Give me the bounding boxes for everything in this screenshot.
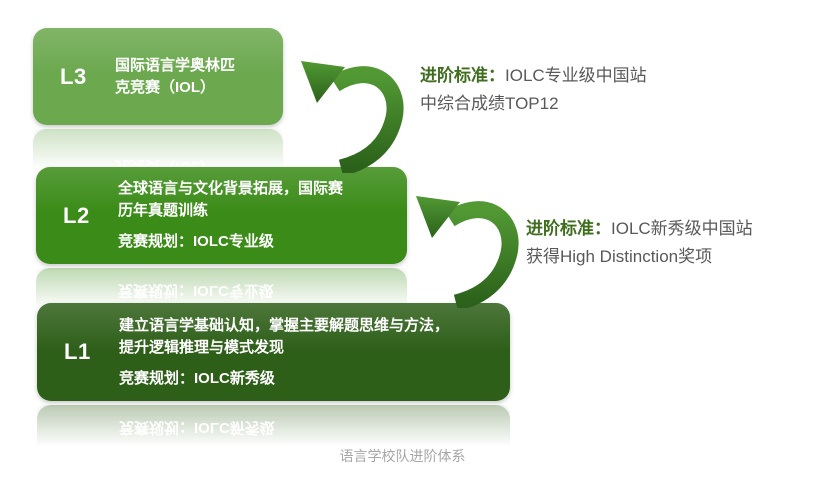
level-desc-l3: 国际语言学奥林匹克竞赛（IOL）	[115, 56, 236, 96]
criteria-l3-text1: IOLC专业级中国站	[505, 66, 647, 85]
level-label-l3: L3	[60, 63, 87, 89]
criteria-l3: 进阶标准：IOLC专业级中国站 中综合成绩TOP12	[420, 62, 647, 118]
level-box-l2: L2 全球语言与文化背景拓展，国际赛历年真题训练 竞赛规划：IOLC专业级	[36, 167, 407, 264]
curved-arrow-up-l2-to-l3-icon	[301, 61, 404, 173]
criteria-l2-label: 进阶标准：	[526, 219, 611, 238]
criteria-l3-text2: 中综合成绩TOP12	[420, 94, 559, 113]
level-text-l3: 国际语言学奥林匹克竞赛（IOL）	[115, 55, 249, 99]
level-desc-l1: 建立语言学基础认知，掌握主要解题思维与方法，提升逻辑推理与模式发现	[119, 316, 450, 356]
criteria-l2-text1: IOLC新秀级中国站	[611, 219, 753, 238]
level-box-l3: L3 国际语言学奥林匹克竞赛（IOL）	[33, 28, 283, 125]
curved-arrow-up-l1-to-l2-icon	[416, 196, 519, 308]
level-text-l2: 全球语言与文化背景拓展，国际赛历年真题训练 竞赛规划：IOLC专业级	[118, 178, 354, 253]
criteria-l3-line1: 进阶标准：IOLC专业级中国站	[420, 62, 647, 90]
criteria-l3-label: 进阶标准：	[420, 66, 505, 85]
level-box-l1: L1 建立语言学基础认知，掌握主要解题思维与方法，提升逻辑推理与模式发现 竞赛规…	[37, 303, 510, 401]
level-plan-l1: 竞赛规划：IOLC新秀级	[119, 369, 275, 387]
criteria-l2-text2: 获得High Distinction奖项	[526, 247, 713, 266]
level-plan-l2: 竞赛规划：IOLC专业级	[118, 233, 274, 250]
level-desc-l2: 全球语言与文化背景拓展，国际赛历年真题训练	[118, 180, 344, 219]
level-label-l1: L1	[64, 339, 91, 364]
level-text-l1: 建立语言学基础认知，掌握主要解题思维与方法，提升逻辑推理与模式发现 竞赛规划：I…	[119, 315, 463, 390]
criteria-l2-line1: 进阶标准：IOLC新秀级中国站	[526, 215, 753, 243]
criteria-l2: 进阶标准：IOLC新秀级中国站 获得High Distinction奖项	[526, 215, 753, 271]
level-label-l2: L2	[63, 202, 90, 228]
diagram-caption: 语言学校队进阶体系	[339, 448, 466, 464]
